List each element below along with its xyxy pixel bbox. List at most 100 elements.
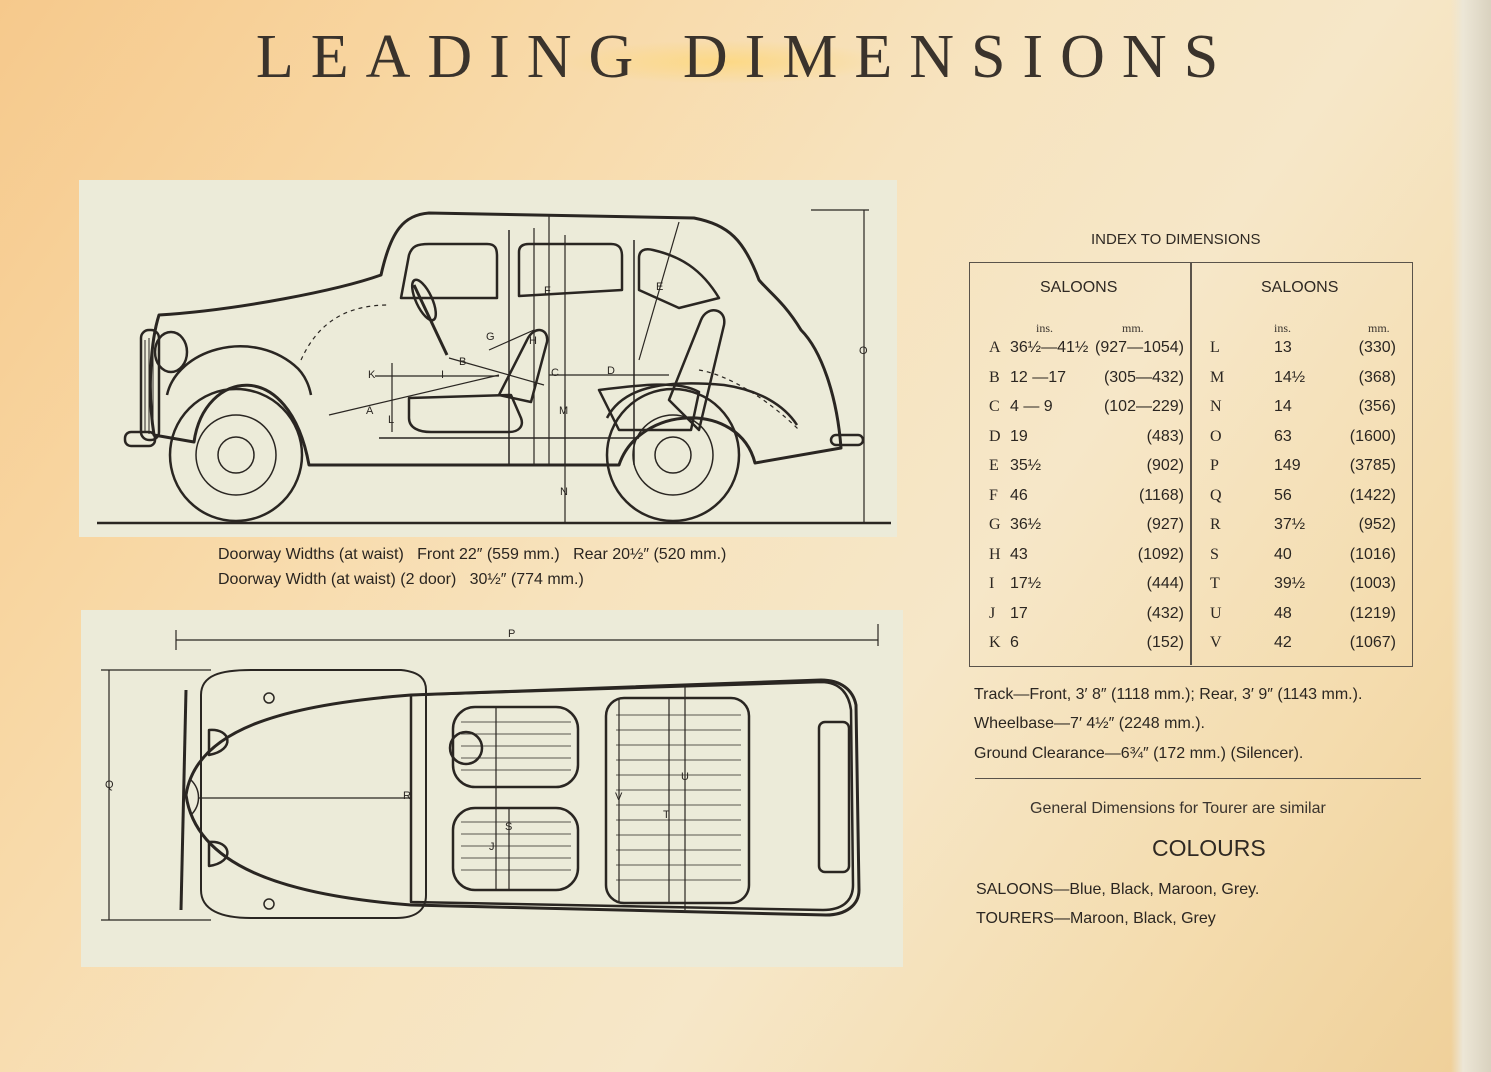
dim-letter-r: R	[403, 790, 411, 802]
page-spine	[1451, 0, 1491, 1072]
cell-ins: 149	[1274, 457, 1301, 474]
cell-ins: 48	[1274, 604, 1292, 622]
cell-ins: 6	[1010, 634, 1019, 651]
cell-letter: E	[989, 457, 999, 474]
dim-letter-a: A	[366, 405, 374, 417]
section-divider	[975, 778, 1421, 779]
cell-letter: L	[1210, 339, 1220, 356]
cell-ins: 17½	[1010, 575, 1042, 592]
cell-letter: O	[1210, 427, 1222, 445]
cell-ins: 43	[1010, 545, 1028, 563]
cell-ins: 19	[1010, 427, 1028, 445]
cell-mm: (1067)	[1349, 634, 1396, 651]
cell-ins: 36½—41½	[1010, 339, 1089, 356]
cell-letter: A	[989, 339, 1001, 356]
cell-mm: (356)	[1358, 398, 1396, 415]
cell-mm: (330)	[1358, 339, 1396, 356]
dim-letter-b: B	[459, 356, 466, 368]
dim-letter-t: T	[663, 809, 670, 821]
cell-ins: 42	[1274, 634, 1292, 651]
dim-letter-m: M	[559, 405, 568, 417]
cell-letter: B	[989, 368, 1000, 386]
cell-letter: F	[989, 486, 998, 504]
dim-letter-n: N	[560, 486, 568, 498]
cell-mm: (1219)	[1349, 604, 1396, 622]
cell-letter: Q	[1210, 486, 1222, 504]
cell-mm: (1003)	[1349, 575, 1396, 592]
doorway-width-2door-caption: Doorway Width (at waist) (2 door) 30½″ (…	[218, 571, 584, 588]
cell-ins: 56	[1274, 486, 1292, 504]
cell-ins: 39½	[1274, 575, 1306, 592]
cell-ins: 37½	[1274, 516, 1306, 533]
right-unit-mm: mm.	[1368, 321, 1390, 335]
cell-ins: 63	[1274, 427, 1292, 445]
cell-mm: (927—1054)	[1095, 339, 1184, 356]
cell-letter: T	[1210, 575, 1220, 592]
cell-mm: (368)	[1358, 368, 1396, 386]
page-title: LEADING DIMENSIONS	[255, 23, 1236, 91]
dim-letter-d: D	[607, 365, 615, 377]
cell-mm: (1422)	[1349, 486, 1396, 504]
tourer-colours: TOURERS—Maroon, Black, Grey	[976, 910, 1216, 927]
table-column-divider	[1190, 263, 1192, 665]
cell-letter: I	[989, 575, 995, 592]
cell-mm: (432)	[1146, 604, 1184, 622]
dim-letter-s: S	[505, 821, 512, 833]
left-unit-ins: ins.	[1036, 321, 1054, 335]
cell-ins: 13	[1274, 339, 1292, 356]
dim-letter-c: C	[551, 367, 559, 379]
dim-letter-o: O	[859, 345, 868, 357]
cell-letter: H	[989, 545, 1001, 563]
cell-mm: (305—432)	[1103, 368, 1184, 386]
dim-letter-u: U	[681, 771, 689, 783]
side-elevation-svg: F E G H B K I C D A M L N O	[97, 209, 891, 525]
side-elevation-drawing: F E G H B K I C D A M L N O	[79, 180, 897, 537]
left-column-header: SALOONS	[1040, 279, 1118, 296]
dim-letter-v: V	[615, 791, 623, 803]
cell-letter: J	[989, 604, 996, 622]
cell-mm: (102—229)	[1103, 398, 1184, 415]
cell-mm: (1600)	[1349, 427, 1396, 445]
cell-mm: (1092)	[1137, 545, 1184, 563]
dim-letter-p: P	[508, 628, 515, 640]
cell-ins: 17	[1010, 604, 1028, 622]
dim-letter-q: Q	[105, 779, 114, 791]
right-column-header: SALOONS	[1261, 279, 1339, 296]
dim-letter-e: E	[656, 281, 663, 293]
cell-mm: (927)	[1146, 516, 1184, 533]
cell-ins: 14½	[1274, 368, 1306, 386]
left-unit-mm: mm.	[1122, 321, 1144, 335]
cell-letter: M	[1210, 368, 1225, 386]
dim-letter-l: L	[388, 414, 394, 426]
plan-view-svg: P Q R S J V U T	[101, 624, 879, 921]
cell-ins: 36½	[1010, 516, 1042, 533]
ground-clearance-spec: Ground Clearance—6¾″ (172 mm.) (Silencer…	[974, 745, 1304, 762]
saloon-colours: SALOONS—Blue, Black, Maroon, Grey.	[976, 881, 1260, 898]
dim-letter-i: I	[441, 369, 444, 381]
index-title: INDEX TO DIMENSIONS	[1091, 231, 1261, 248]
cell-mm: (483)	[1146, 427, 1184, 445]
dim-letter-f: F	[544, 285, 551, 297]
track-spec: Track—Front, 3′ 8″ (1118 mm.); Rear, 3′ …	[974, 686, 1363, 703]
cell-letter: V	[1210, 634, 1222, 651]
cell-ins: 46	[1010, 486, 1028, 504]
colours-heading: COLOURS	[1152, 835, 1266, 861]
doorway-widths-caption: Doorway Widths (at waist) Front 22″ (559…	[218, 546, 727, 563]
cell-mm: (902)	[1146, 457, 1184, 474]
cell-mm: (3785)	[1349, 457, 1396, 474]
cell-mm: (152)	[1146, 634, 1184, 651]
wheelbase-spec: Wheelbase—7′ 4½″ (2248 mm.).	[974, 715, 1205, 732]
cell-letter: U	[1210, 604, 1222, 622]
tourer-note: General Dimensions for Tourer are simila…	[1030, 800, 1326, 817]
cell-letter: R	[1210, 516, 1221, 533]
cell-letter: N	[1210, 398, 1222, 415]
cell-mm: (1168)	[1138, 486, 1184, 504]
title-highlight	[560, 40, 890, 84]
cell-ins: 12 —17	[1010, 368, 1067, 386]
cell-letter: C	[989, 398, 1000, 415]
cell-letter: D	[989, 427, 1001, 445]
cell-ins: 14	[1274, 398, 1292, 415]
plan-view-drawing: P Q R S J V U T	[81, 610, 903, 967]
cell-ins: 35½	[1010, 457, 1042, 474]
